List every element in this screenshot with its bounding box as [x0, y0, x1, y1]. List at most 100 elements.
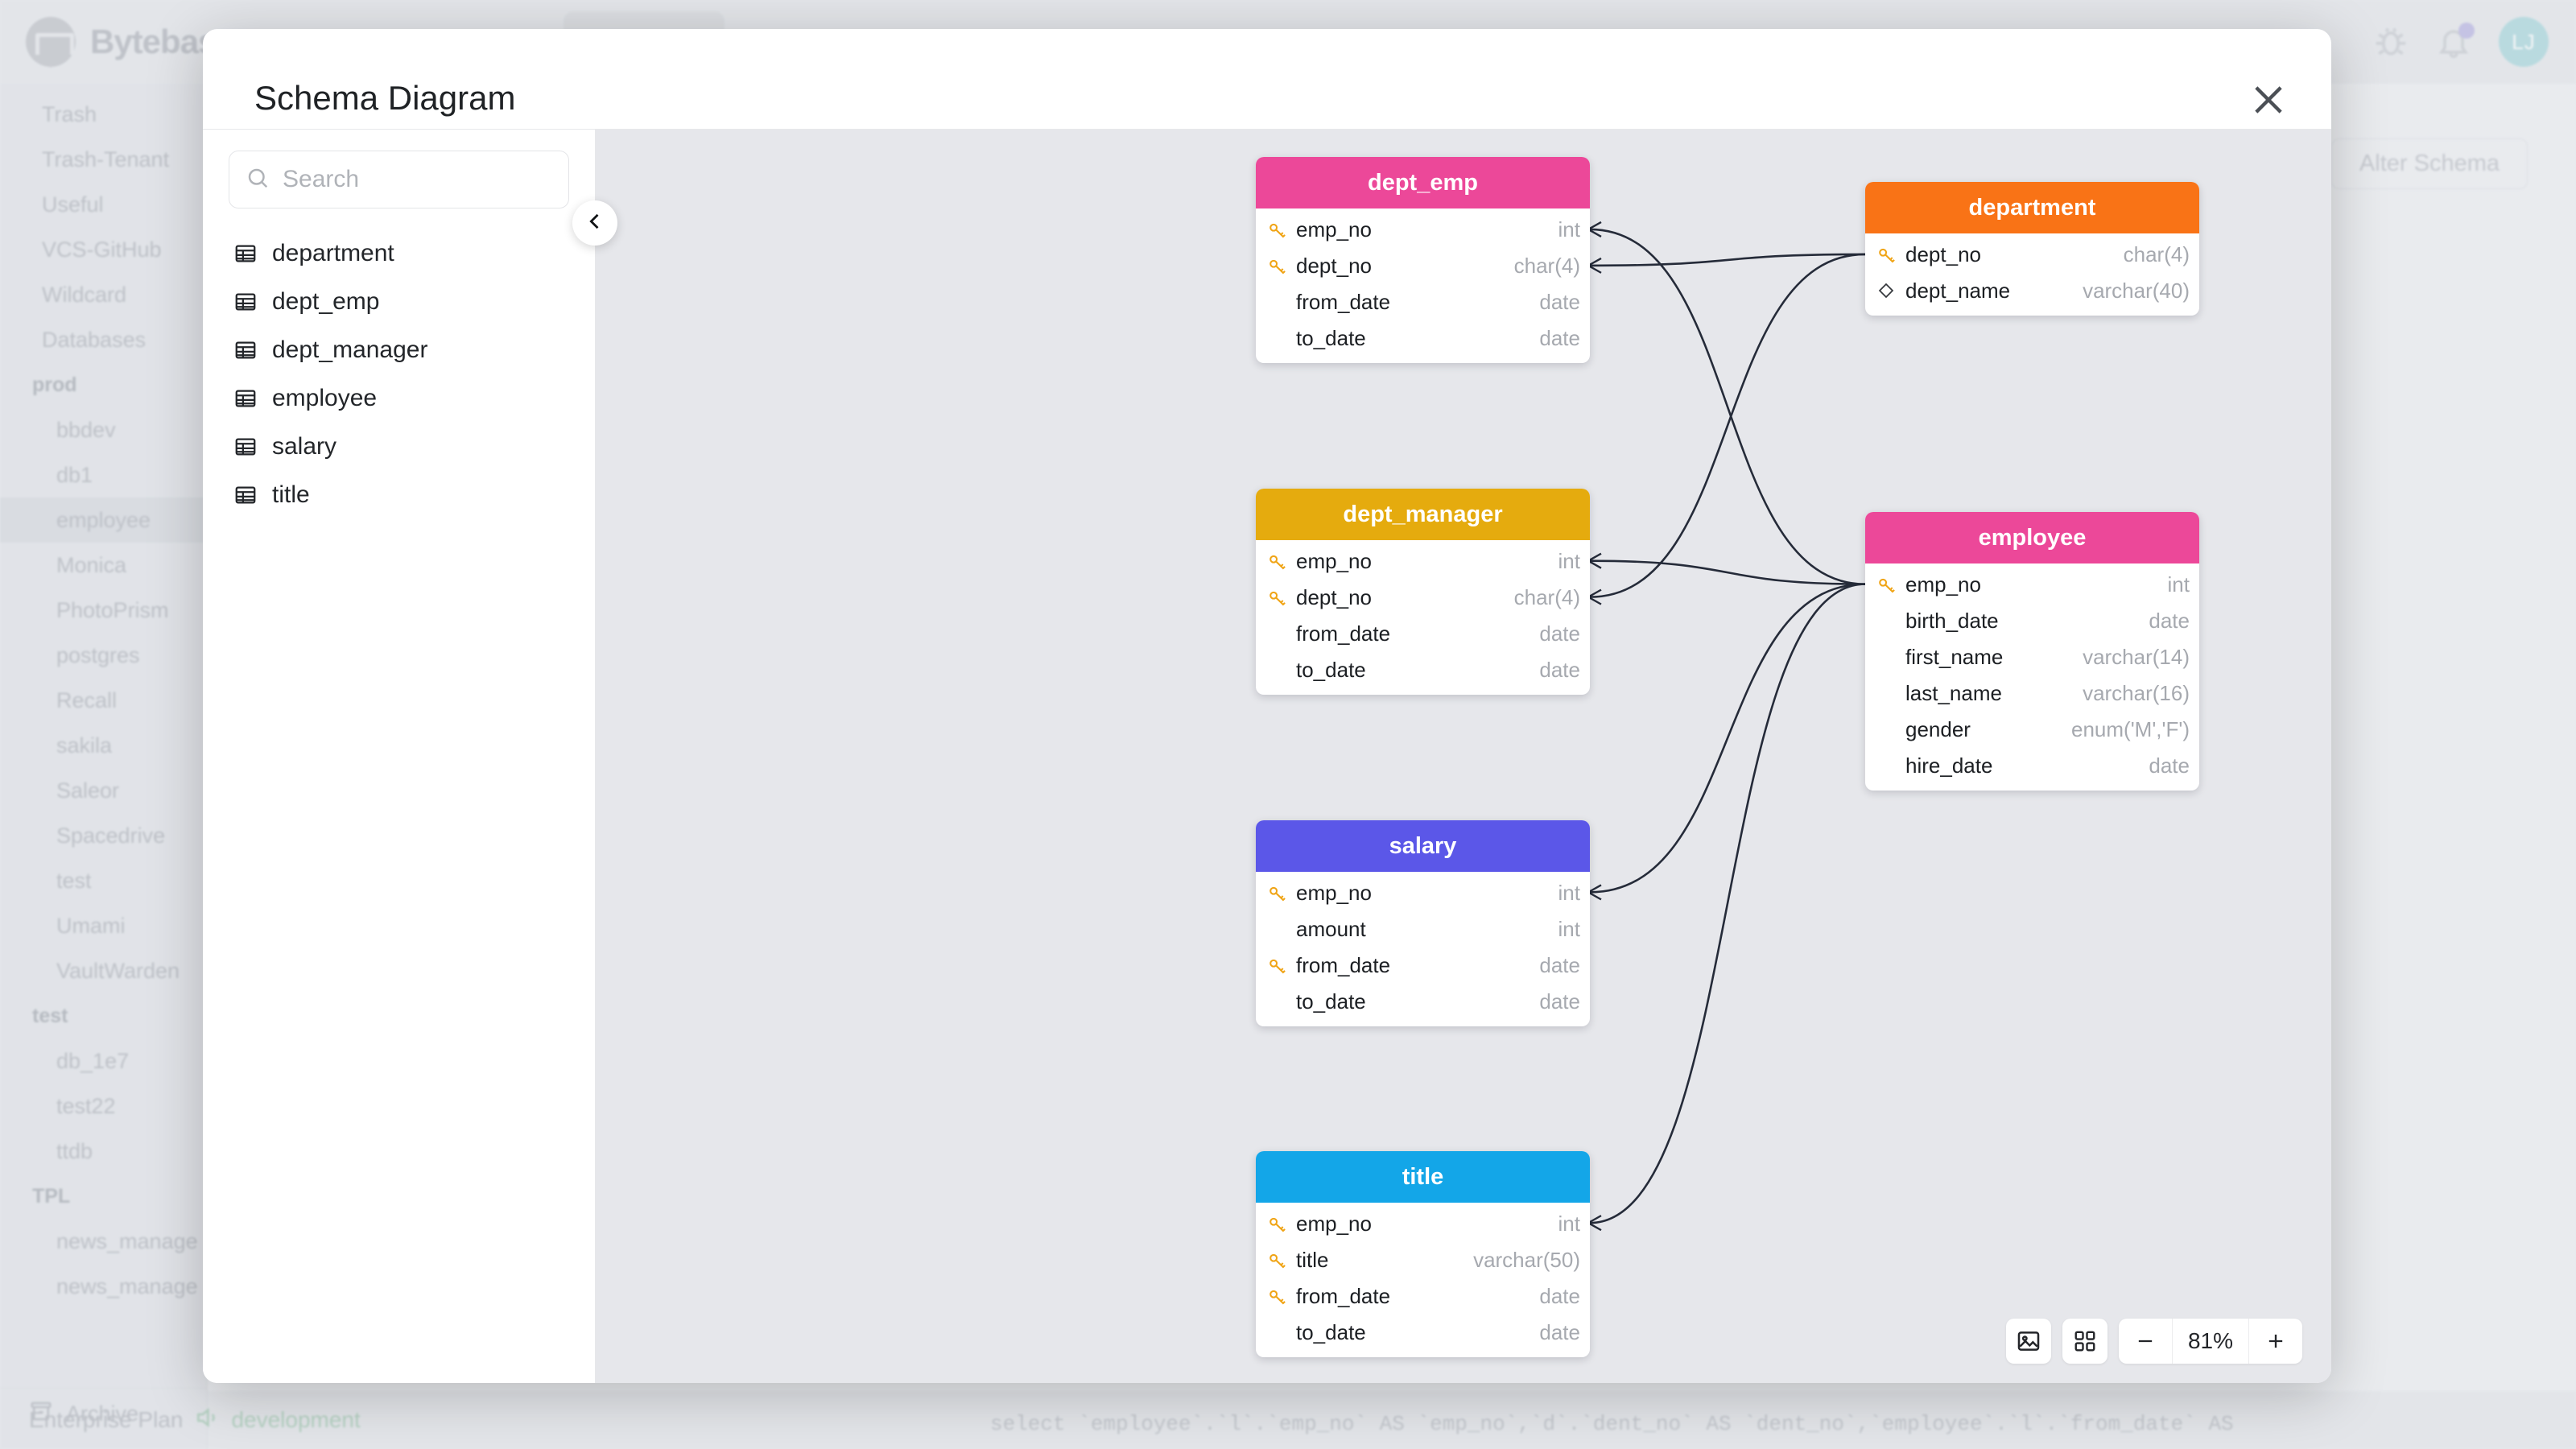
column-name: to_date — [1296, 658, 1366, 682]
key-icon — [1267, 1286, 1288, 1307]
sidebar-item-sakila[interactable]: sakila — [56, 733, 113, 758]
column-type: enum('M','F') — [2071, 717, 2190, 741]
column-no-icon — [1267, 919, 1288, 940]
column-type: int — [1558, 1212, 1580, 1236]
environment-label: development — [231, 1407, 361, 1432]
sidebar-item-ttdb[interactable]: ttdb — [56, 1139, 93, 1163]
column-type: date — [1539, 1320, 1580, 1344]
table-list-item-salary[interactable]: salary — [229, 423, 569, 471]
column-type: int — [2167, 572, 2190, 597]
edge-crowfoot — [1587, 1215, 1602, 1232]
sidebar-item-saleor[interactable]: Saleor — [56, 778, 120, 803]
table-list-item-title[interactable]: title — [229, 471, 569, 519]
sidebar-item-db-1e7[interactable]: db_1e7 — [56, 1049, 130, 1073]
sql-preview-text: select `employee`.`l`.`emp_no` AS `emp_n… — [990, 1412, 2234, 1436]
column-name: to_date — [1296, 1320, 1366, 1344]
sidebar-item-databases[interactable]: Databases — [42, 328, 147, 352]
column-type: varchar(16) — [2083, 681, 2190, 705]
key-icon — [1267, 1250, 1288, 1271]
sidebar-item-trash-tenant[interactable]: Trash-Tenant — [42, 147, 170, 171]
column-name: dept_no — [1296, 254, 1372, 278]
column-type: date — [2149, 753, 2190, 778]
minus-icon[interactable] — [2119, 1319, 2172, 1364]
column-no-icon — [1876, 756, 1897, 777]
sidebar-item-archive[interactable]: Archive — [0, 1389, 208, 1439]
sidebar-item-monica[interactable]: Monica — [56, 553, 127, 577]
alter-schema-button[interactable]: Alter Schema — [2330, 138, 2528, 189]
image-icon[interactable] — [2006, 1319, 2051, 1364]
column-type: date — [1539, 621, 1580, 646]
sidebar-item-umami[interactable]: Umami — [56, 914, 126, 938]
chevron-left-icon — [584, 210, 606, 237]
sidebar-item-useful[interactable]: Useful — [42, 192, 104, 217]
column-row: from_date date — [1256, 284, 1590, 320]
column-type: int — [1558, 881, 1580, 905]
column-name: gender — [1905, 717, 1971, 741]
grid-icon[interactable] — [2062, 1319, 2107, 1364]
sidebar-item-trash[interactable]: Trash — [42, 102, 97, 126]
column-name: title — [1296, 1248, 1329, 1272]
column-name: from_date — [1296, 290, 1391, 314]
column-row: gender enum('M','F') — [1865, 712, 2199, 748]
sidebar-item-wildcard[interactable]: Wildcard — [42, 283, 127, 307]
key-icon — [1876, 575, 1897, 596]
edge-crowfoot — [1587, 221, 1602, 237]
column-no-icon — [1876, 611, 1897, 632]
bug-icon[interactable] — [2373, 24, 2409, 60]
sidebar-item-db1[interactable]: db1 — [56, 463, 93, 487]
sidebar-item-test22[interactable]: test22 — [56, 1094, 116, 1118]
column-type: int — [1558, 217, 1580, 242]
column-name: from_date — [1296, 953, 1391, 977]
plus-icon[interactable] — [2249, 1319, 2302, 1364]
table-list-item-dept_manager[interactable]: dept_manager — [229, 326, 569, 374]
sidebar-item-bbdev[interactable]: bbdev — [56, 418, 116, 442]
column-type: date — [1539, 290, 1580, 314]
table-icon — [233, 242, 258, 266]
sidebar-item-news-manage[interactable]: news_manage — [56, 1274, 198, 1298]
key-icon — [1267, 220, 1288, 241]
avatar[interactable]: LJ — [2499, 17, 2549, 67]
column-name: dept_no — [1905, 242, 1981, 266]
sidebar-item-photoprism[interactable]: PhotoPrism — [56, 598, 169, 622]
key-icon — [1267, 588, 1288, 609]
sidebar-item-news-manage[interactable]: news_manage — [56, 1229, 198, 1253]
column-name: from_date — [1296, 621, 1391, 646]
table-list-item-department[interactable]: department — [229, 229, 569, 278]
collapse-panel-button[interactable] — [572, 200, 617, 246]
table-icon — [233, 483, 258, 507]
key-icon — [1267, 883, 1288, 904]
sidebar-item-vaultwarden[interactable]: VaultWarden — [56, 959, 180, 983]
bell-icon[interactable] — [2436, 23, 2475, 60]
column-name: emp_no — [1296, 217, 1372, 242]
table-node-header: department — [1865, 182, 2199, 233]
table-list-item-label: salary — [272, 433, 337, 460]
sidebar-item-test[interactable]: test — [56, 869, 92, 893]
relationship-edge — [1589, 228, 1866, 585]
column-type: int — [1558, 917, 1580, 941]
sidebar-item-recall[interactable]: Recall — [56, 688, 118, 712]
column-no-icon — [1876, 720, 1897, 741]
sidebar-item-postgres[interactable]: postgres — [56, 643, 140, 667]
sidebar-item-employee[interactable]: employee — [0, 497, 207, 543]
sidebar-item-vcs-github[interactable]: VCS-GitHub — [42, 237, 162, 262]
close-icon[interactable] — [2248, 79, 2289, 121]
brand: Bytebase — [0, 17, 235, 67]
bytebase-logo-icon — [26, 17, 76, 67]
table-node-header: salary — [1256, 820, 1590, 872]
search-input[interactable] — [283, 166, 552, 193]
table-list-item-employee[interactable]: employee — [229, 374, 569, 423]
search-input-wrapper[interactable] — [229, 151, 569, 208]
sidebar-item-spacedrive[interactable]: Spacedrive — [56, 824, 166, 848]
column-name: to_date — [1296, 326, 1366, 350]
table-list-item-dept_emp[interactable]: dept_emp — [229, 278, 569, 326]
